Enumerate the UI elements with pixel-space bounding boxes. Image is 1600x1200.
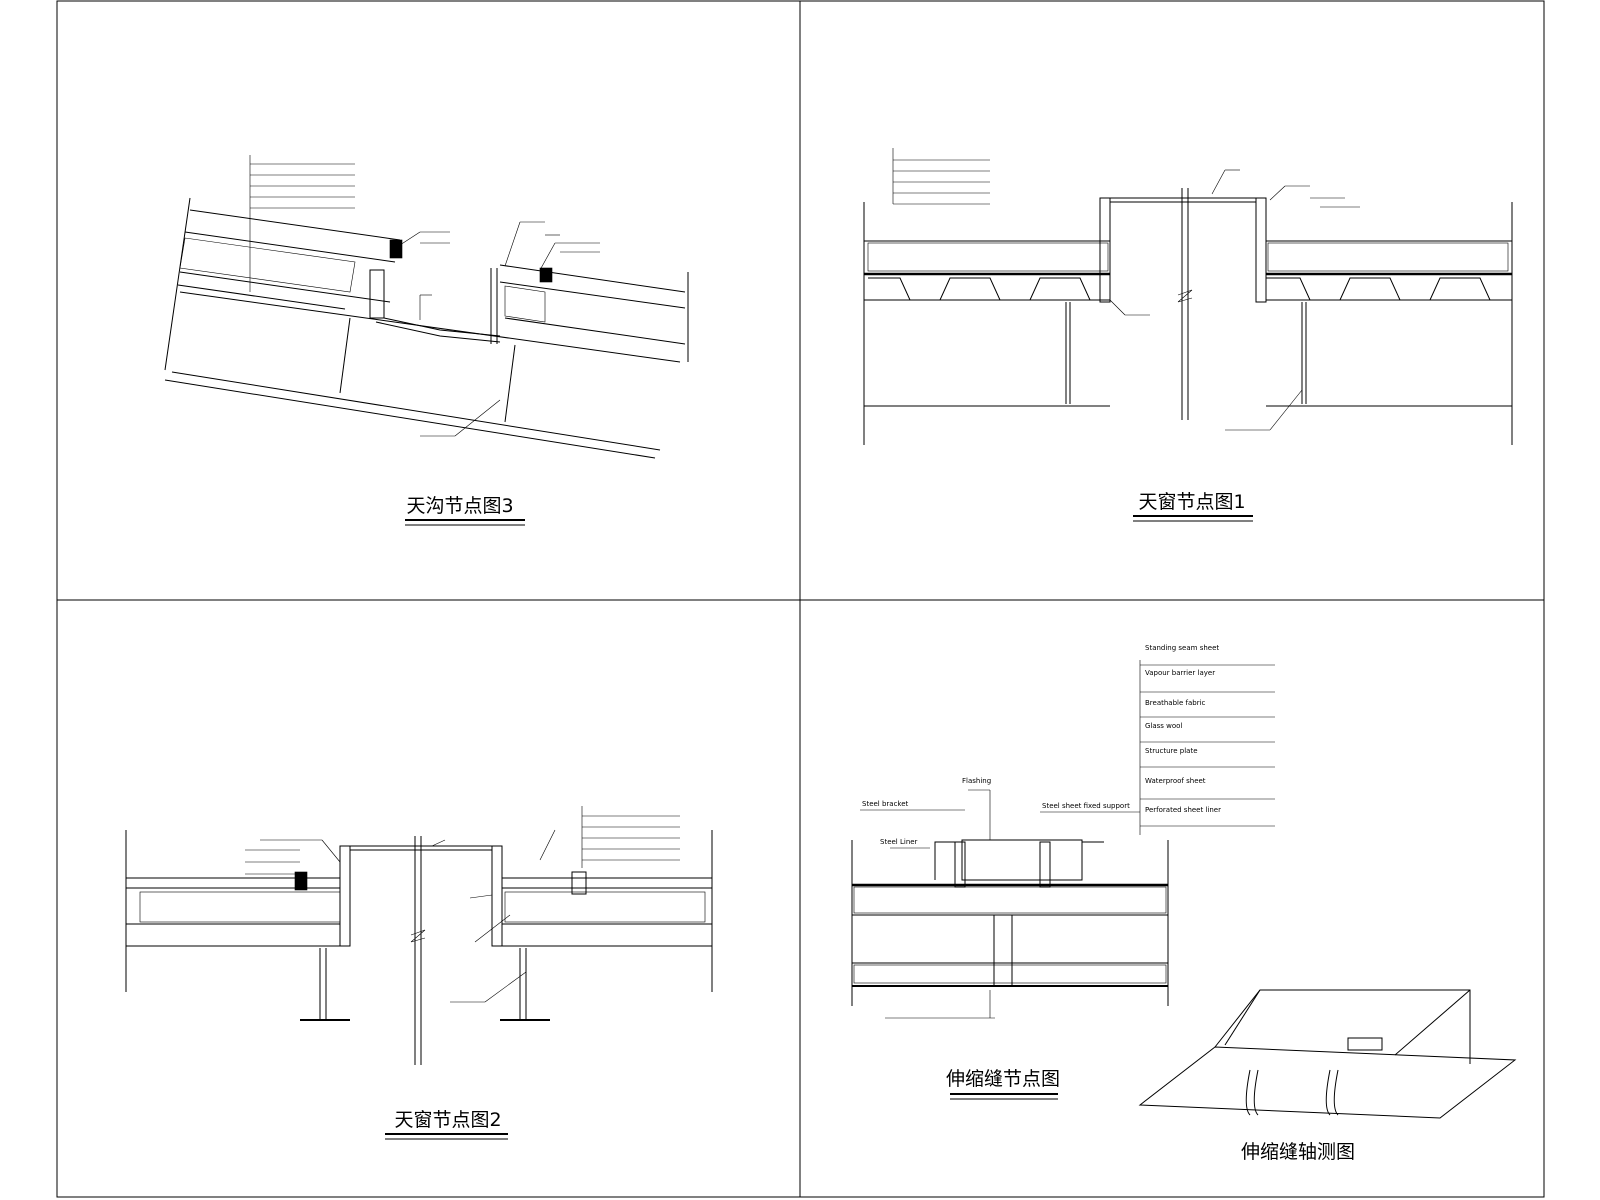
- panel-4-title: 伸缩缝节点图: [946, 1068, 1060, 1100]
- callout-steel-sheet-fixed-support: Steel sheet fixed support: [1042, 802, 1130, 810]
- isometric-title-text: 伸缩缝轴测图: [1241, 1141, 1355, 1163]
- panel-3-title-text: 天窗节点图2: [394, 1109, 501, 1131]
- roof-right: [1255, 197, 1513, 445]
- sheet-frame: [56, 0, 1545, 1198]
- expansion-joint-section: [851, 839, 1169, 1006]
- roof-right-2: [491, 830, 713, 1021]
- gutter: [369, 239, 501, 344]
- panel-2-title-text: 天窗节点图1: [1138, 491, 1245, 513]
- skylight-glass: [1110, 188, 1256, 420]
- leader-lines-3: [245, 806, 680, 1003]
- panel-4-title-text: 伸缩缝节点图: [946, 1068, 1060, 1090]
- section-callouts: Flashing Steel bracket Steel Liner Steel…: [860, 777, 1140, 1019]
- expansion-joint-isometric: [1138, 989, 1517, 1119]
- callout-steel-bracket: Steel bracket: [862, 800, 909, 808]
- callout-flashing: Flashing: [962, 777, 991, 785]
- legend-item-6: Waterproof sheet: [1145, 777, 1206, 785]
- sloped-roof-left: [164, 197, 681, 459]
- callout-steel-liner: Steel Liner: [880, 838, 918, 846]
- roof-left: [863, 197, 1111, 445]
- roof-left-2: [125, 830, 351, 1021]
- panel-1-title-text: 天沟节点图3: [406, 495, 513, 517]
- legend-item-1: Standing seam sheet: [1145, 644, 1219, 652]
- isometric-title: 伸缩缝轴测图: [1241, 1141, 1355, 1163]
- legend-item-3: Breathable fabric: [1145, 699, 1206, 707]
- leader-lines-2: [892, 148, 1360, 431]
- leader-lines: [249, 155, 600, 437]
- panel-1-title: 天沟节点图3: [405, 495, 525, 526]
- legend-item-2: Vapour barrier layer: [1145, 669, 1215, 677]
- panel-expansion-joint: Standing seam sheet Vapour barrier layer…: [851, 644, 1517, 1163]
- panel-2-title: 天窗节点图1: [1133, 491, 1253, 522]
- panel-skylight-detail-2: 天窗节点图2: [125, 806, 713, 1140]
- legend-item-4: Glass wool: [1145, 722, 1182, 730]
- sloped-roof-right: [499, 264, 689, 362]
- legend-item-7: Perforated sheet liner: [1145, 806, 1221, 814]
- panel-skylight-detail-1: 天窗节点图1: [863, 148, 1513, 522]
- panel-3-title: 天窗节点图2: [385, 1109, 508, 1140]
- panel-gutter-detail-3: 天沟节点图3: [164, 155, 689, 526]
- legend-item-5: Structure plate: [1145, 747, 1198, 755]
- skylight-glass-2: [350, 836, 492, 1065]
- legend: Standing seam sheet Vapour barrier layer…: [1139, 644, 1275, 835]
